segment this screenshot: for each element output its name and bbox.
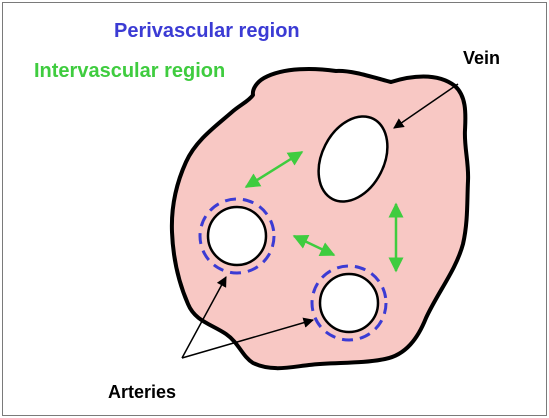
perivascular-legend-label: Perivascular region — [114, 20, 300, 42]
intervascular-legend-label: Intervascular region — [34, 60, 225, 82]
artery-lumen — [208, 207, 266, 265]
artery-lumen — [320, 274, 378, 332]
arteries-label: Arteries — [108, 382, 176, 402]
vein-label: Vein — [463, 48, 500, 68]
